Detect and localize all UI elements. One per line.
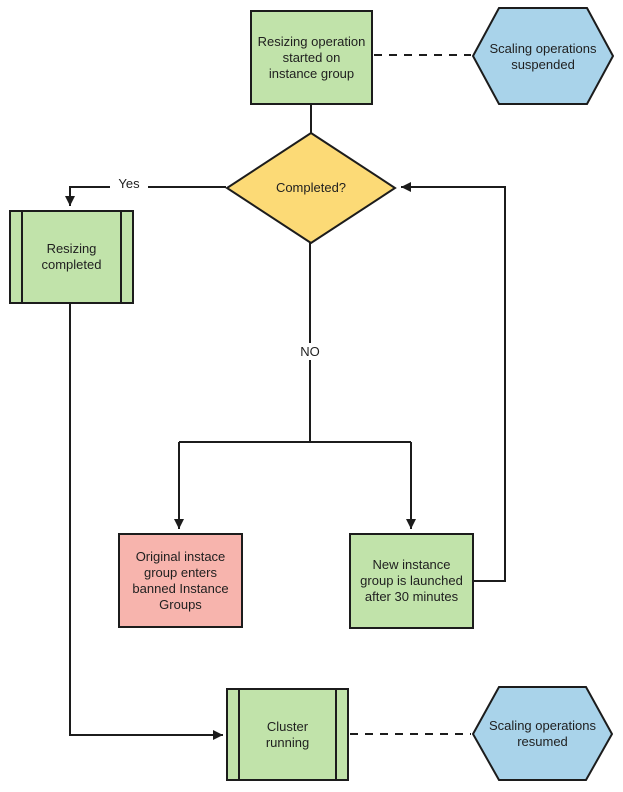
node-label: Scaling operations suspended bbox=[489, 40, 597, 72]
node-new-instance-group: New instance group is launched after 30 … bbox=[349, 533, 474, 629]
node-label: Scaling operations resumed bbox=[489, 718, 596, 749]
diamond-shape bbox=[225, 132, 397, 244]
node-resizing-completed: Resizing completed bbox=[9, 210, 134, 304]
node-banned-instance-groups: Original instace group enters banned Ins… bbox=[118, 533, 243, 628]
edge-label-yes: Yes bbox=[110, 175, 148, 192]
edge-new-group-to-completed bbox=[401, 182, 506, 582]
node-label: New instance group is launched after 30 … bbox=[360, 557, 463, 604]
node-resizing-operation-started: Resizing operation started on instance g… bbox=[250, 10, 373, 105]
node-scaling-operations-suspended: Scaling operations suspended bbox=[472, 7, 614, 106]
node-label: Original instace group enters banned Ins… bbox=[132, 548, 229, 612]
node-scaling-operations-resumed: Scaling operations resumed bbox=[472, 686, 613, 782]
edge-completed-yes bbox=[65, 186, 226, 206]
edge-label-no: NO bbox=[294, 343, 326, 360]
node-label: Cluster running bbox=[265, 718, 310, 750]
node-label: Completed? bbox=[275, 180, 347, 195]
node-cluster-running: Cluster running bbox=[226, 688, 349, 781]
hexagon-shape bbox=[472, 7, 614, 105]
node-completed-decision: Completed? bbox=[225, 132, 397, 244]
edge-resizing-completed-to-cluster bbox=[69, 304, 223, 740]
node-label: Resizing completed bbox=[41, 241, 102, 272]
node-label: Resizing operation started on instance g… bbox=[257, 33, 366, 81]
hexagon-shape bbox=[472, 686, 613, 781]
